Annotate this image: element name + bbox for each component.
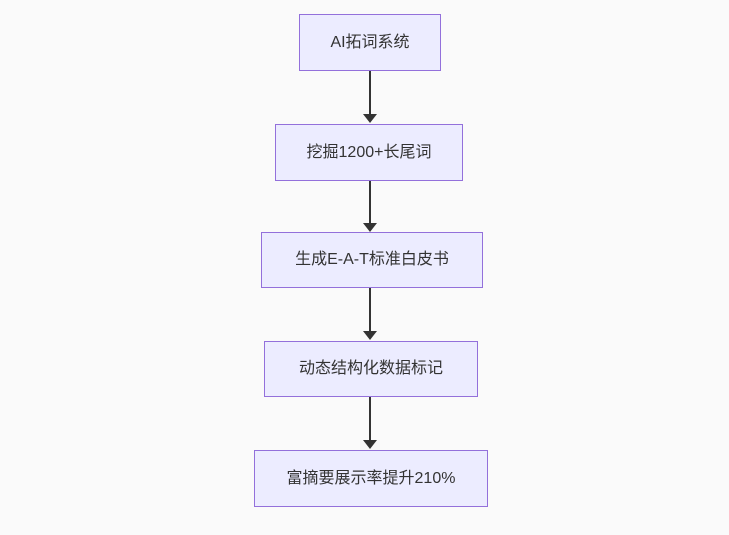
flow-node-label: 富摘要展示率提升210% xyxy=(286,469,456,487)
flow-node-longtail-mining: 挖掘1200+长尾词 xyxy=(275,124,463,181)
arrow-line xyxy=(369,71,371,115)
flow-node-eat-whitepaper: 生成E-A-T标准白皮书 xyxy=(261,232,483,288)
flow-node-label: 生成E-A-T标准白皮书 xyxy=(295,251,449,268)
arrow-down-icon xyxy=(363,331,377,340)
flow-node-rich-snippet-result: 富摘要展示率提升210% xyxy=(254,450,488,507)
arrow-down-icon xyxy=(363,223,377,232)
flow-node-ai-keyword-system: AI拓词系统 xyxy=(299,14,441,71)
arrow-down-icon xyxy=(363,114,377,123)
flow-node-label: 挖掘1200+长尾词 xyxy=(306,143,432,161)
arrow-down-icon xyxy=(363,440,377,449)
arrow-line xyxy=(369,288,371,332)
flow-node-label: 动态结构化数据标记 xyxy=(298,360,443,377)
flow-node-label: AI拓词系统 xyxy=(330,33,410,51)
arrow-line xyxy=(369,397,371,441)
flow-node-structured-data-markup: 动态结构化数据标记 xyxy=(264,341,478,397)
arrow-line xyxy=(369,181,371,224)
